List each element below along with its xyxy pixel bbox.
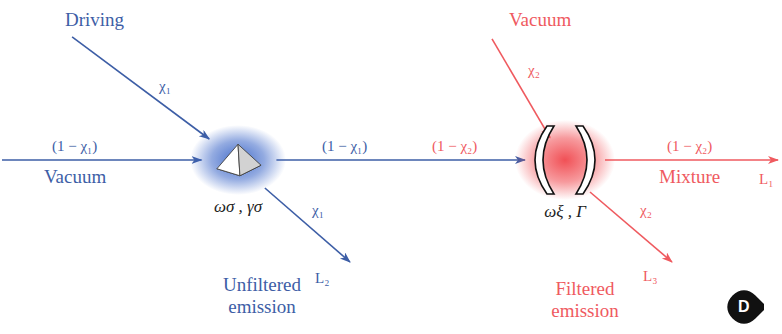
port-coefficient: (1 − χ₂) — [667, 138, 712, 155]
detector-letter: D — [738, 298, 750, 316]
port-name: Driving — [65, 9, 124, 31]
input-port-label: Vacuum — [509, 9, 571, 31]
input-port-label: Vacuum — [44, 166, 106, 188]
port-coefficient: χ₁ — [312, 202, 324, 219]
input-port-label: Driving — [65, 9, 124, 31]
port-coefficient: (1 − χ₂) — [432, 138, 477, 155]
output-port-label: Filtered emission — [540, 278, 630, 322]
port-name: Vacuum — [509, 9, 571, 31]
photon-path — [72, 37, 209, 139]
port-name: Unfiltered emission — [212, 274, 312, 318]
parameter-label: ωσ , γσ — [214, 197, 262, 217]
port-name: Vacuum — [44, 166, 106, 188]
port-name: Filtered emission — [540, 278, 630, 322]
port-coefficient: (1 − χ₁) — [322, 138, 367, 155]
port-coefficient: χ₂ — [528, 62, 540, 79]
port-coefficient: (1 − χ₁) — [52, 138, 97, 155]
port-coefficient: χ₁ — [159, 78, 171, 95]
loss-channel-label: L₃ — [643, 268, 657, 285]
photon-path — [276, 159, 525, 161]
loss-channel-label: L₂ — [315, 270, 329, 287]
photon-path — [605, 159, 778, 161]
photon-path — [265, 188, 350, 262]
dot-illustration — [190, 125, 286, 195]
photon-path — [492, 39, 550, 138]
port-name: Mixture — [659, 166, 720, 188]
photon-path — [2, 159, 202, 161]
port-coefficient: χ₂ — [640, 202, 652, 219]
loss-channel-label: L₁ — [759, 171, 773, 188]
parameter-label: ωξ , Γ — [544, 202, 586, 222]
filter-cavity: ωξ , Γ — [515, 120, 615, 200]
output-port-label: Mixture — [659, 166, 720, 188]
quantum-dot: ωσ , γσ — [190, 125, 286, 195]
photon-path — [590, 192, 672, 262]
cavity-illustration — [515, 120, 615, 200]
output-port-label: Unfiltered emission — [212, 274, 312, 318]
